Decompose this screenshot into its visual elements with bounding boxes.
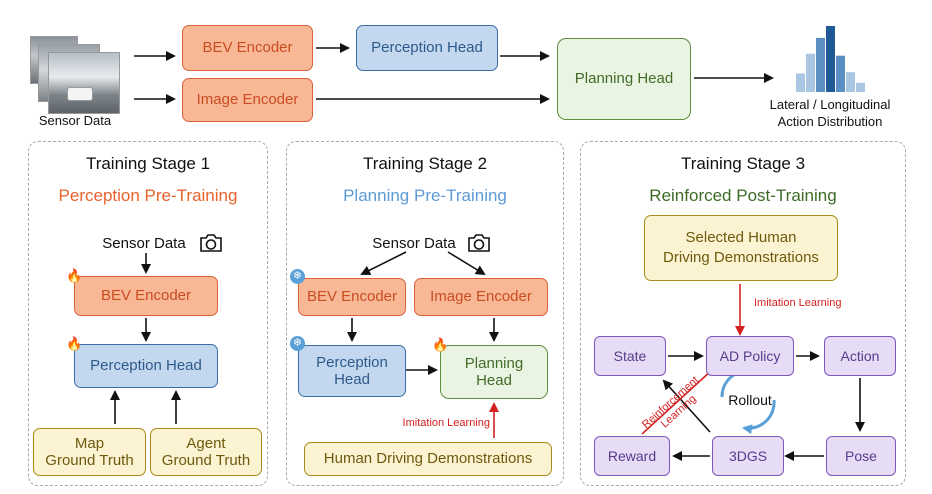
stage3-action: Action — [824, 336, 896, 376]
stage2-arrows — [347, 251, 499, 375]
training-stage-2-panel: Training Stage 2 Planning Pre-Training — [286, 141, 564, 486]
stage2-bev-encoder: BEV Encoder — [298, 278, 406, 316]
stage2-sensor-data: Sensor Data — [372, 235, 456, 252]
training-stage-3-panel: Training Stage 3 Reinforced Post-Trainin… — [580, 141, 906, 486]
stage1-camera-icon — [200, 234, 222, 252]
sensor-photo-front — [48, 52, 120, 114]
stage1-map-ground-truth: Map Ground Truth — [33, 428, 146, 476]
top-image-encoder: Image Encoder — [182, 78, 313, 122]
stage2-imitation-learning-label: Imitation Learning — [402, 417, 490, 429]
histogram-bar — [826, 26, 835, 92]
action-distribution-histogram — [796, 26, 865, 92]
histogram-bar — [796, 73, 805, 92]
histogram-bar — [856, 82, 865, 92]
stage2-planning-trainable-flame-icon: 🔥 — [432, 337, 449, 352]
car-shape — [67, 87, 93, 101]
stage1-arrows — [110, 253, 181, 424]
stage3-state: State — [594, 336, 666, 376]
stage2-subtitle: Planning Pre-Training — [343, 186, 507, 205]
histogram-bar — [816, 37, 825, 92]
stage2-perception-head: Perception Head — [298, 345, 406, 397]
stage1-subtitle: Perception Pre-Training — [58, 186, 238, 205]
stage3-selected-demonstrations: Selected Human Driving Demonstrations — [644, 215, 838, 281]
histogram-bar — [846, 72, 855, 92]
reinforcement-learning-arrow — [641, 369, 713, 435]
sensor-data-label: Sensor Data — [38, 113, 112, 128]
stage2-title: Training Stage 2 — [362, 154, 488, 173]
stage3-3dgs: 3DGS — [712, 436, 784, 476]
stage2-human-driving-demonstrations: Human Driving Demonstrations — [304, 442, 552, 476]
stage1-perception-trainable-flame-icon: 🔥 — [66, 336, 83, 351]
stage1-sensor-data: Sensor Data — [102, 235, 186, 252]
top-bev-encoder: BEV Encoder — [182, 25, 313, 71]
stage1-title: Training Stage 1 — [85, 154, 211, 173]
stage3-reward: Reward — [594, 436, 670, 476]
stage2-perception-frozen-snowflake-icon: ❄ — [290, 336, 305, 351]
top-planning-head: Planning Head — [557, 38, 691, 120]
stage3-pose: Pose — [826, 436, 896, 476]
stage3-rollout-label: Rollout — [728, 392, 772, 408]
stage1-bev-trainable-flame-icon: 🔥 — [66, 268, 83, 283]
stage3-title: Training Stage 3 — [680, 154, 806, 173]
training-stage-1-panel: Training Stage 1 Perception Pre-Training — [28, 141, 268, 486]
stage2-image-encoder: Image Encoder — [414, 278, 548, 316]
stage3-arrows — [662, 351, 865, 461]
histogram-bar — [836, 55, 845, 92]
action-distribution-label: Lateral / Longitudinal Action Distributi… — [769, 97, 891, 129]
histogram-bar — [806, 53, 815, 92]
stage1-bev-encoder: BEV Encoder — [74, 276, 218, 316]
stage2-camera-icon — [468, 234, 490, 252]
top-arrows — [134, 43, 774, 104]
stage2-planning-head: Planning Head — [440, 345, 548, 399]
stage3-ad-policy: AD Policy — [706, 336, 794, 376]
stage3-subtitle: Reinforced Post-Training — [649, 186, 837, 205]
top-perception-head: Perception Head — [356, 25, 498, 71]
stage3-imitation-learning-label: Imitation Learning — [754, 297, 842, 309]
stage2-bev-frozen-snowflake-icon: ❄ — [290, 269, 305, 284]
stage1-perception-head: Perception Head — [74, 344, 218, 388]
stage1-agent-ground-truth: Agent Ground Truth — [150, 428, 262, 476]
